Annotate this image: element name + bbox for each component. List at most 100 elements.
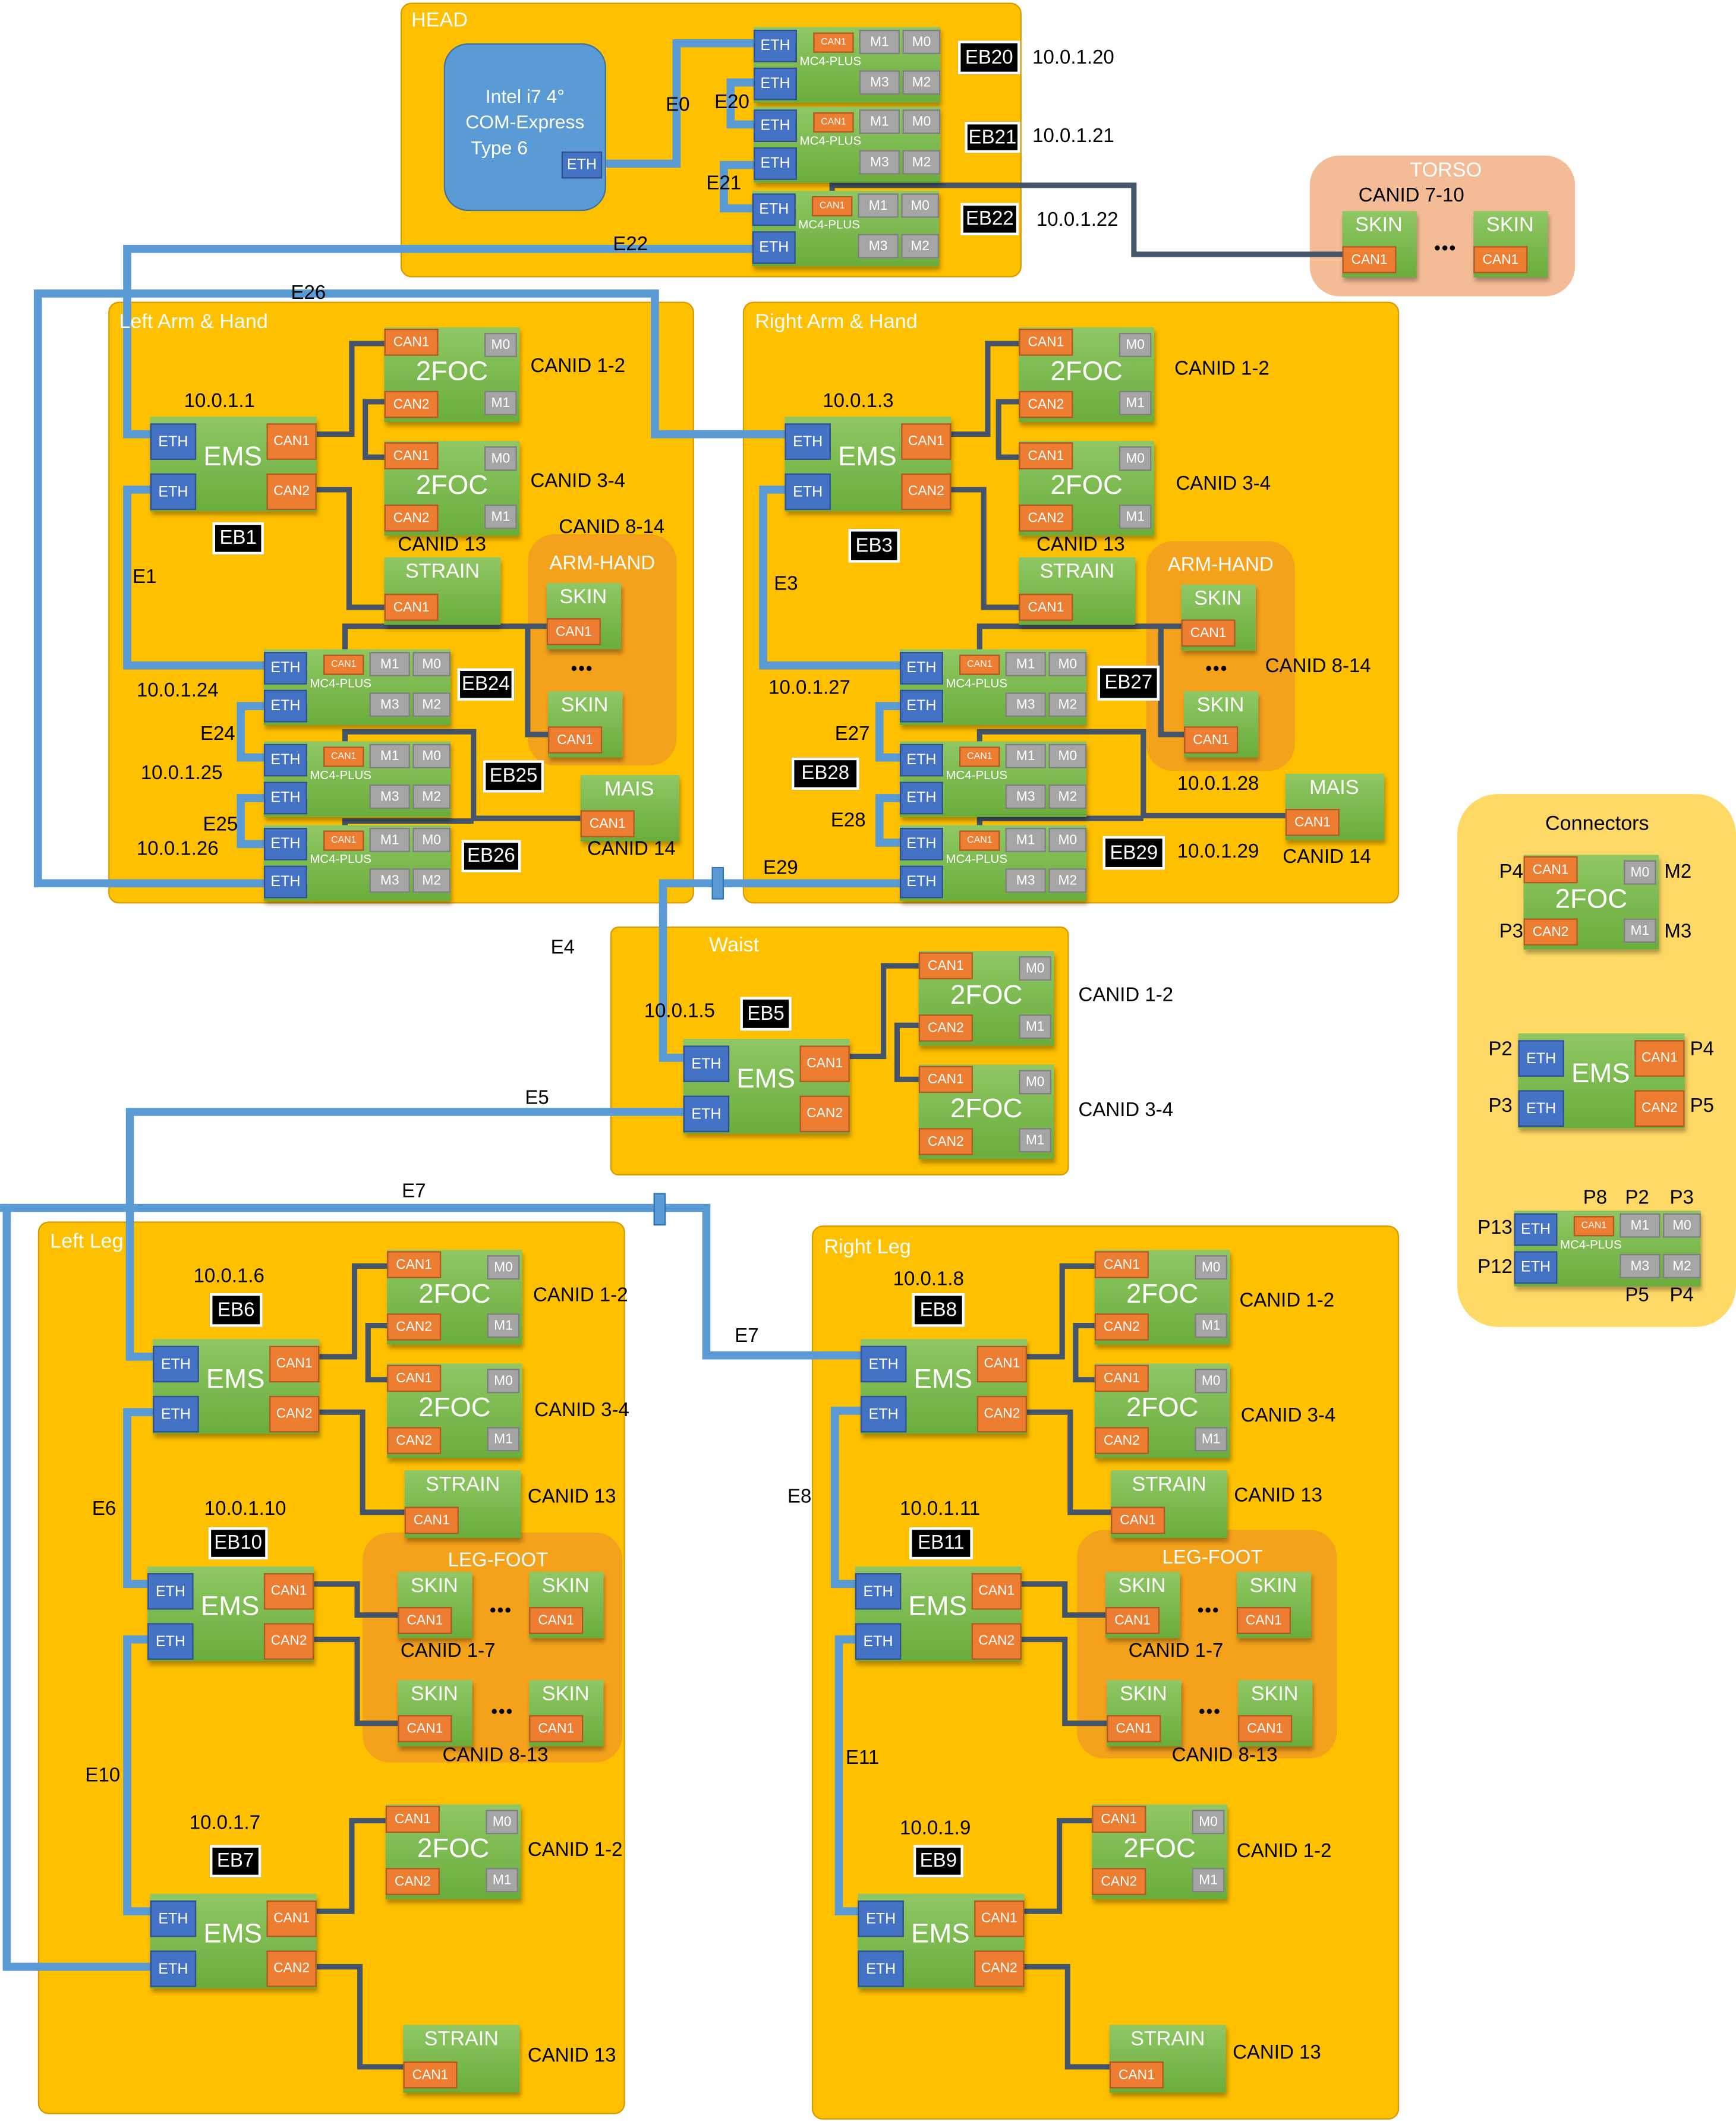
m0-port: M0 [1624, 860, 1656, 885]
eth-port: ETH [147, 1623, 194, 1660]
eth-port: ETH [1514, 1213, 1558, 1246]
can2-port: CAN2 [385, 1868, 440, 1895]
m1-port: M1 [484, 504, 517, 529]
region-title: HEAD [411, 8, 468, 32]
board-title: EMS [908, 1591, 968, 1622]
eth-port: ETH [1514, 1251, 1558, 1284]
ip-label: 10.0.1.6 [193, 1266, 264, 1288]
board-title: STRAIN [405, 560, 480, 583]
board-id-label: EB8 [912, 1293, 965, 1327]
board-title: MC4-PLUS [1560, 1237, 1622, 1252]
board-title: EMS [913, 1364, 973, 1395]
can-bus-cable [314, 1581, 398, 1618]
board-title: EMS [736, 1064, 795, 1095]
can1-port: CAN1 [812, 196, 853, 217]
canid-label: CANID 3-4 [534, 1400, 629, 1422]
eth-port: ETH [263, 781, 307, 815]
eth-port: ETH [900, 689, 943, 723]
eth-port: ETH [754, 147, 797, 180]
eth-port: ETH [752, 193, 796, 226]
can1-port: CAN1 [1111, 1507, 1165, 1534]
can1-port: CAN1 [918, 1066, 973, 1093]
board-title: MC4-PLUS [310, 676, 371, 690]
eth-port: ETH [900, 743, 943, 777]
board-title: 2FOC [415, 471, 489, 501]
board-title: SKIN [1194, 587, 1242, 610]
eth-port: ETH [263, 865, 307, 899]
board-title: EMS [910, 1919, 970, 1949]
board-title: STRAIN [426, 1473, 500, 1496]
eth-port: ETH [153, 1395, 199, 1433]
board-title: EMS [206, 1364, 265, 1395]
pin-label: P8 [1583, 1187, 1608, 1209]
board-title: 2FOC [950, 1094, 1023, 1124]
can-bus-cable [995, 399, 1019, 460]
m2-port: M2 [902, 70, 941, 95]
can1-port: CAN1 [1184, 726, 1239, 754]
can-bus-cable [1027, 1409, 1111, 1515]
m1-port: M1 [1195, 1427, 1227, 1452]
board-title: SKIN [1119, 1682, 1167, 1706]
can1-port: CAN1 [799, 1045, 850, 1082]
ip-label: 10.0.1.11 [900, 1498, 981, 1521]
eth-port: ETH [683, 1095, 730, 1133]
board-title: 2FOC [415, 357, 489, 387]
m1-port: M1 [369, 743, 410, 768]
can1-port: CAN1 [403, 2061, 458, 2089]
ethernet-cable [600, 39, 754, 168]
can1-port: CAN1 [1019, 594, 1073, 621]
ethernet-cable [123, 1635, 150, 1915]
pin-label: P13 [1477, 1217, 1513, 1239]
can-bus-cable [829, 182, 1343, 257]
eth-port: ETH [784, 423, 831, 460]
eth-port: ETH [752, 231, 796, 264]
cable-coupler [653, 1193, 666, 1226]
link-label: E4 [550, 937, 575, 959]
board-title: SKIN [1118, 1574, 1166, 1598]
board-title: SKIN [560, 694, 609, 717]
can2-port: CAN2 [901, 473, 952, 510]
pin-label: P4 [1669, 1285, 1694, 1307]
ellipsis-icon: ••• [490, 1599, 513, 1620]
can1-port: CAN1 [976, 1345, 1028, 1383]
board-id-label: EB3 [848, 528, 900, 563]
can1-port: CAN1 [813, 32, 854, 53]
board-title: SKIN [541, 1574, 590, 1598]
m0-port: M0 [412, 827, 451, 852]
pin-label: P3 [1669, 1187, 1694, 1209]
m2-port: M2 [1048, 868, 1087, 893]
can-bus-cable [316, 1964, 404, 2070]
eth-port: ETH [754, 67, 797, 100]
board-title: SKIN [559, 585, 607, 609]
link-label: E27 [834, 723, 870, 746]
m0-port: M0 [1048, 652, 1087, 677]
m0-port: M0 [1119, 446, 1152, 471]
m3-port: M3 [859, 70, 900, 95]
can2-port: CAN2 [918, 1014, 973, 1042]
can1-port: CAN1 [398, 1607, 452, 1634]
board-title: SKIN [1250, 1682, 1299, 1706]
ip-label: 10.0.1.3 [823, 390, 894, 413]
ellipsis-icon: ••• [491, 1701, 514, 1722]
can2-port: CAN2 [971, 1623, 1022, 1660]
eth-port: ETH [860, 1395, 907, 1433]
eth-port: ETH [855, 1623, 902, 1660]
ethernet-cable [237, 702, 264, 762]
board-id-label: EB1 [212, 522, 264, 555]
can1-port: CAN1 [1634, 1040, 1685, 1077]
m0-port: M0 [1195, 1255, 1227, 1280]
m1-port: M1 [1019, 1128, 1051, 1153]
board-title: MAIS [1309, 776, 1359, 800]
pin-label: P3 [1499, 921, 1523, 943]
